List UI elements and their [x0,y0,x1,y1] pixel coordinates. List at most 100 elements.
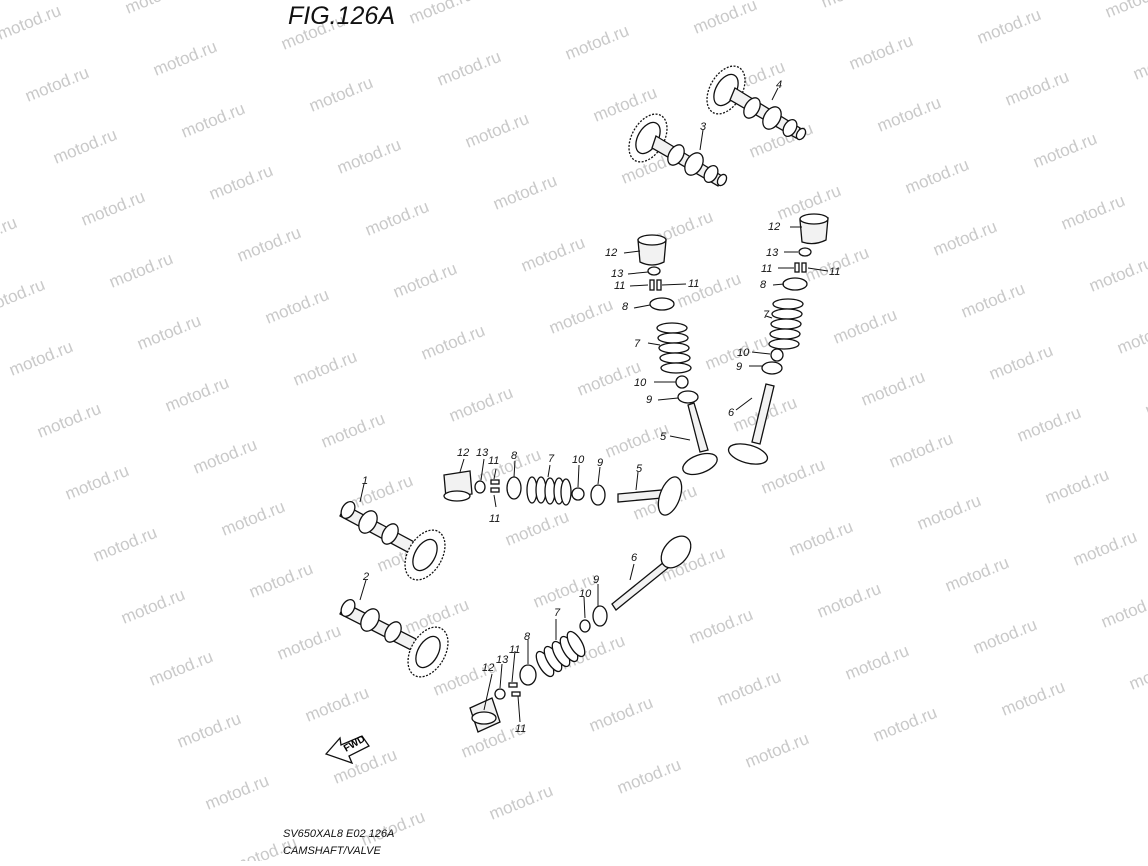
watermark-text: motod.ru [446,383,515,426]
callout-number: 10 [579,588,592,600]
leader-lines [359,87,829,723]
watermark-text: motod.ru [674,269,743,312]
watermark-text: motod.ru [802,243,871,286]
watermark-text: motod.ru [930,217,999,260]
watermark-text: motod.ru [418,321,487,364]
watermark-text: motod.ru [106,249,175,292]
watermark-text: motod.ru [1014,403,1083,446]
watermark-text: motod.ru [434,47,503,90]
watermark-text: motod.ru [1142,377,1148,420]
watermark-text: motod.ru [830,305,899,348]
callout-number: 13 [611,268,624,280]
watermark-text: motod.ru [62,461,131,504]
watermark-text: motod.ru [6,337,75,380]
watermark-text: motod.ru [134,311,203,354]
watermark-text: motod.ru [0,213,20,256]
watermark-text: motod.ru [90,523,159,566]
watermark-text: motod.ru [174,709,243,752]
watermark-text: motod.ru [0,275,48,318]
watermark-text: motod.ru [942,553,1011,596]
watermark-text: motod.ru [886,429,955,472]
callout-number: 8 [511,450,518,462]
watermark-text: motod.ru [586,693,655,736]
watermark-text: motod.ru [178,99,247,142]
watermark-text: motod.ru [150,37,219,80]
callout-number: 11 [509,644,520,656]
callout-number: 7 [763,309,770,321]
watermark-text: motod.ru [858,367,927,410]
callout-number: 8 [524,631,531,643]
figure-code: SV650XAL8 E02 126A [283,828,395,840]
watermark-text: motod.ru [974,5,1043,48]
camshaft-intake-rear [628,113,728,187]
callout-number: 8 [760,279,767,291]
watermark-text: motod.ru [274,621,343,664]
watermark-text: motod.ru [302,683,371,726]
watermark-text: motod.ru [50,125,119,168]
callout-number: 13 [766,247,779,259]
watermark-text: motod.ru [1126,651,1148,694]
watermark-text: motod.ru [1102,0,1148,22]
watermark-text: motod.ru [262,285,331,328]
callout-number: 6 [728,407,735,419]
callout-number: 12 [768,221,780,233]
watermark-text: motod.ru [958,279,1027,322]
watermark-text: motod.ru [1002,67,1071,110]
callout-number: 12 [482,662,494,674]
valve-stack-lower [469,535,692,733]
callout-number: 3 [700,121,707,133]
watermark-text: motod.ru [846,31,915,74]
watermark-text: motod.ru [714,667,783,710]
watermark-text: motod.ru [758,455,827,498]
valve-stack-upper-middle [637,234,718,476]
watermark-text: motod.ru [346,471,415,514]
watermark-text: motod.ru [462,109,531,152]
watermark-text: motod.ru [486,781,555,824]
watermark-text: motod.ru [1070,527,1139,570]
valve-stack-horizontal [443,470,683,516]
watermark-text: motod.ru [970,615,1039,658]
callout-number: 9 [646,394,652,406]
watermark-text: motod.ru [490,171,559,214]
callout-number: 9 [597,457,603,469]
watermark-text: motod.ru [742,729,811,772]
watermark-text: motod.ru [202,771,271,814]
watermark-text: motod.ru [686,605,755,648]
figure-title: FIG.126A [288,2,395,30]
watermark-text: motod.ru [118,585,187,628]
callout-number: 5 [660,431,667,443]
watermark-text: motod.ru [998,677,1067,720]
watermark-text: motod.ru [1030,129,1099,172]
callout-number: 11 [829,266,840,278]
callout-number: 9 [593,574,599,586]
watermark-text: motod.ru [22,63,91,106]
watermark-text: motod.ru [1098,589,1148,632]
callout-number: 12 [605,247,617,259]
callout-number: 12 [457,447,469,459]
watermark-text: motod.ru [362,197,431,240]
watermark-text: motod.ru [206,161,275,204]
watermark-text: motod.ru [1114,315,1148,358]
watermark-text: motod.ru [870,703,939,746]
watermark-text: motod.ru [406,0,475,28]
callout-number: 10 [572,454,585,466]
watermark-text: motod.ru [190,435,259,478]
watermark-text: motod.ru [1130,41,1148,84]
watermark-text: motod.ru [842,641,911,684]
callout-number: 13 [476,447,489,459]
callout-number: 1 [362,475,368,487]
watermark-text: motod.ru [390,259,459,302]
figure-caption: CAMSHAFT/VALVE [283,845,381,857]
watermark-text: motod.ru [78,187,147,230]
callout-number: 7 [548,453,555,465]
camshaft-exhaust-front [339,598,449,678]
camshaft-exhaust-rear [706,65,807,141]
watermark-text: motod.ru [0,1,64,44]
callout-number: 6 [631,552,638,564]
watermark-text: motod.ru [1086,253,1148,296]
watermark-text: motod.ru [1042,465,1111,508]
